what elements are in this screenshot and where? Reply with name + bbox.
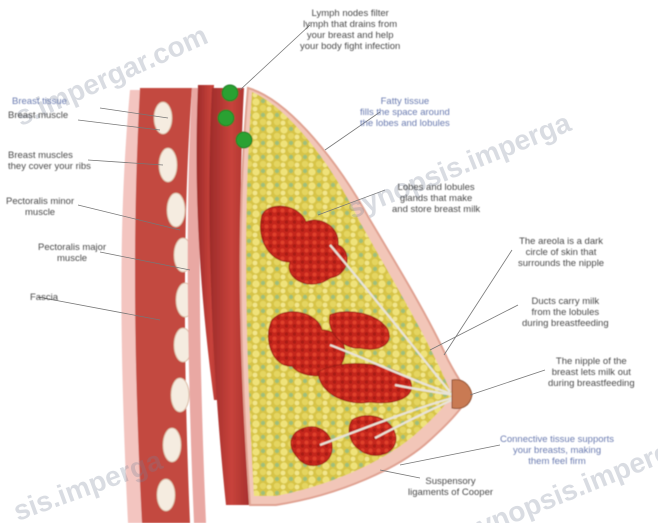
nipple bbox=[452, 380, 472, 409]
label-fatty-tissue: Fatty tissue fills the space around the … bbox=[360, 96, 450, 129]
label-ligaments: Suspensory ligaments of Cooper bbox=[408, 476, 493, 498]
label-connective-tissue: Connective tissue supports your breasts,… bbox=[500, 434, 614, 467]
label-pectoralis-minor: Pectoralis minor muscle bbox=[6, 196, 74, 218]
label-fascia: Fascia bbox=[30, 292, 58, 303]
label-areola: The areola is a dark circle of skin that… bbox=[518, 236, 604, 269]
label-pectoralis-muscles: Breast muscles they cover your ribs bbox=[8, 150, 91, 172]
label-breast-muscle: Breast muscle bbox=[8, 110, 68, 121]
label-pectoralis-major: Pectoralis major muscle bbox=[38, 242, 106, 264]
label-nipple: The nipple of the breast lets milk out d… bbox=[548, 356, 635, 389]
label-lymph-nodes: Lymph nodes filter lymph that drains fro… bbox=[300, 8, 400, 52]
label-ducts: Ducts carry milk from the lobules during… bbox=[522, 296, 609, 329]
label-breast-tissue: Breast tissue bbox=[12, 96, 67, 107]
label-lobes: Lobes and lobules glands that make and s… bbox=[392, 182, 480, 215]
